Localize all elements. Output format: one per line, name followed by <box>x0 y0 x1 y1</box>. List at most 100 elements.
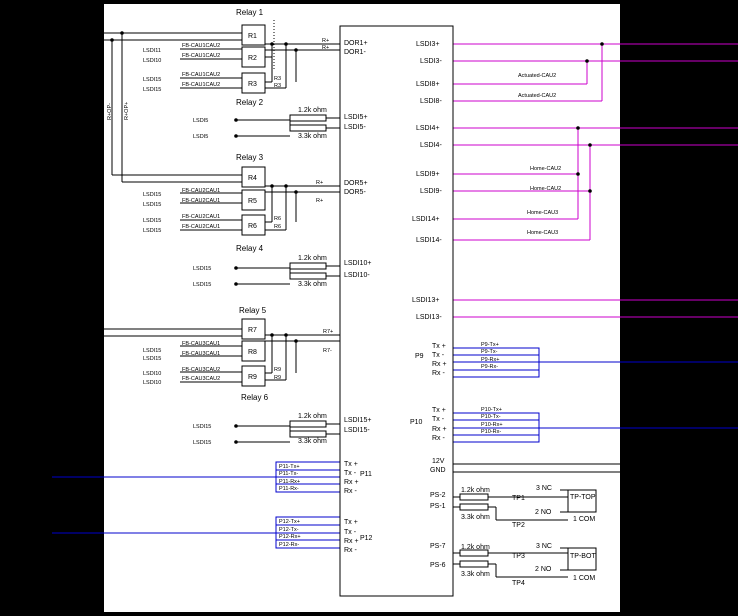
relay-r1-label: R1 <box>248 33 257 40</box>
feedback-label: FB-CAU3CAU1 <box>182 351 220 357</box>
port-line-label: P12-Tx- <box>279 527 299 533</box>
port-pin: Tx - <box>432 352 445 359</box>
signal-tag: Actuated-CAU2 <box>518 73 556 79</box>
port-pin: Tx - <box>344 529 357 536</box>
module-pin-right: LSDI9+ <box>416 171 440 178</box>
wire-label: R7+ <box>323 329 333 335</box>
module-pin-right: LSDI9- <box>420 188 442 195</box>
port-pin: Rx - <box>432 370 446 377</box>
feedback-source-label: LSDI15 <box>143 192 161 198</box>
wire-label: R9 <box>274 367 281 373</box>
feedback-source-label: LSDI11 <box>143 48 161 54</box>
wire-label: R7- <box>323 348 332 354</box>
port-line-label: P10-Rx- <box>481 429 501 435</box>
resistor-label: 1.2k ohm <box>298 255 327 262</box>
relay1-title: Relay 1 <box>236 8 264 17</box>
ps-pin: PS-7 <box>430 543 446 550</box>
vertical-wire-label: R+OP+ <box>124 102 130 120</box>
module-pin-left: LSDI10+ <box>344 260 371 267</box>
port-line-label: P9-Tx- <box>481 349 498 355</box>
input-label: LSDI15 <box>193 282 211 288</box>
wire-label: R+ <box>316 180 323 186</box>
module-pin-right: LSDI14- <box>416 237 442 244</box>
relay2-title: Relay 2 <box>236 98 264 107</box>
magenta-signal-lines <box>453 43 738 318</box>
port-pin: Tx - <box>344 470 357 477</box>
port-line-label: P10-Rx+ <box>481 422 503 428</box>
signal-tag: Home-CAU2 <box>530 166 561 172</box>
switch-tp-label: TP3 <box>512 553 525 560</box>
module-pin-right: LSDI4- <box>420 142 442 149</box>
module-pin-left: LSDI5+ <box>344 114 368 121</box>
port-pin: Tx + <box>432 407 446 414</box>
port-pin: Tx + <box>344 519 358 526</box>
module-pin-left: LSDI5- <box>344 124 366 131</box>
power-pin: GND <box>430 467 446 474</box>
switch-tp-label: TP4 <box>512 580 525 587</box>
port-pin: Rx - <box>344 547 358 554</box>
input-label: LSDI15 <box>193 266 211 272</box>
port-line-label: P11-Tx- <box>279 471 298 477</box>
resistor-label: 3.3k ohm <box>298 133 327 140</box>
relay-r2-label: R2 <box>248 55 257 62</box>
module-pin-left: DOR5+ <box>344 180 368 187</box>
switch-tp-label: TP2 <box>512 522 525 529</box>
module-pin-right: LSDI8+ <box>416 81 440 88</box>
module-pin-left: DOR1- <box>344 49 366 56</box>
module-pin-left: LSDI10- <box>344 272 370 279</box>
signal-tag: Home-CAU2 <box>530 186 561 192</box>
port-line-label: P9-Tx+ <box>481 342 499 348</box>
port-line-label: P9-Rx- <box>481 364 498 370</box>
port-line-label: P12-Rx- <box>279 542 299 548</box>
wire-label: R3 <box>274 83 281 89</box>
module-pin-right: LSDI3+ <box>416 41 440 48</box>
module-pin-right: LSDI13- <box>416 314 442 321</box>
switch-com-label: 1 COM <box>573 516 595 523</box>
module-pin-right: LSDI4+ <box>416 125 440 132</box>
module-pin-left: DOR5- <box>344 189 366 196</box>
resistor-label: 1.2k ohm <box>461 487 490 494</box>
wire-label: R+ <box>316 198 323 204</box>
relay5-title: Relay 5 <box>239 306 267 315</box>
port-pin: Rx + <box>344 479 359 486</box>
port-line-label: P10-Tx+ <box>481 407 502 413</box>
port-label: P9 <box>415 353 424 360</box>
feedback-source-label: LSDI10 <box>143 371 161 377</box>
resistor-label: 3.3k ohm <box>298 438 327 445</box>
module-pin-right: LSDI3- <box>420 58 442 65</box>
switch-nc-label: 3 NC <box>536 543 552 550</box>
port-pin: Rx + <box>432 361 447 368</box>
module-pin-right: LSDI8- <box>420 98 442 105</box>
module-pin-right: LSDI13+ <box>412 297 439 304</box>
feedback-source-label: LSDI15 <box>143 348 161 354</box>
wire-label: R+ <box>322 45 329 51</box>
port-pin: Rx + <box>344 538 359 545</box>
relay-r6-label: R6 <box>248 223 257 230</box>
port-pin: Rx + <box>432 426 447 433</box>
feedback-label: FB-CAU2CAU1 <box>182 198 220 204</box>
switch-name: TP-BOT <box>570 553 596 560</box>
vertical-wire-label: R+OP- <box>107 103 113 120</box>
port-line-label: P9-Rx+ <box>481 357 500 363</box>
module-pin-left: LSDI15- <box>344 427 370 434</box>
input-label: LSDI5 <box>193 118 208 124</box>
relay4-title: Relay 4 <box>236 244 264 253</box>
feedback-label: FB-CAU1CAU2 <box>182 53 220 59</box>
relay6-title: Relay 6 <box>241 393 269 402</box>
port-pin: Tx - <box>432 416 445 423</box>
port-line-label: P11-Rx- <box>279 486 299 492</box>
input-label: LSDI15 <box>193 440 211 446</box>
switch-tp-label: TP1 <box>512 495 525 502</box>
feedback-source-label: LSDI15 <box>143 87 161 93</box>
feedback-source-label: LSDI15 <box>143 218 161 224</box>
port-label: P10 <box>410 419 423 426</box>
port-line-label: P11-Rx+ <box>279 479 300 485</box>
port-line-label: P12-Tx+ <box>279 519 300 525</box>
ps-pin: PS-1 <box>430 503 446 510</box>
module-pin-right: LSDI14+ <box>412 216 439 223</box>
wire-label: R6 <box>274 224 281 230</box>
wire-label: R6 <box>274 216 281 222</box>
switch-nc-label: 3 NC <box>536 485 552 492</box>
switch-com-label: 1 COM <box>573 575 595 582</box>
